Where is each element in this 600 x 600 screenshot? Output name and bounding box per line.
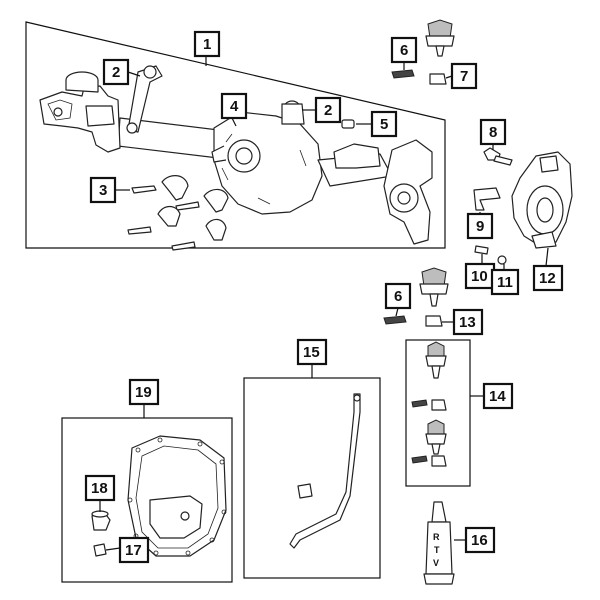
tube-letter-r: R xyxy=(433,532,440,542)
svg-text:9: 9 xyxy=(476,218,484,235)
callout-18[interactable]: 18 xyxy=(84,474,116,502)
callout-13[interactable]: 13 xyxy=(452,308,484,336)
steering-knuckle-icon xyxy=(511,151,573,249)
callout-10[interactable]: 10 xyxy=(464,262,496,290)
shield-bracket-icon xyxy=(473,187,501,211)
cover-bolt-icon xyxy=(93,543,107,557)
callout-5[interactable]: 5 xyxy=(370,110,398,138)
callout-9[interactable]: 9 xyxy=(466,212,494,240)
svg-text:10: 10 xyxy=(471,268,488,285)
callout-4[interactable]: 4 xyxy=(220,92,248,120)
svg-text:3: 3 xyxy=(99,182,107,199)
axle-assembly-frame xyxy=(25,21,446,249)
callout-6-top[interactable]: 6 xyxy=(390,36,418,64)
axle-housing-icon xyxy=(39,65,433,245)
callout-12[interactable]: 12 xyxy=(532,264,564,292)
ball-joint-icon xyxy=(425,19,455,57)
callout-8[interactable]: 8 xyxy=(479,118,507,146)
retainer-clip-icon xyxy=(391,69,447,85)
svg-text:2: 2 xyxy=(112,64,120,81)
svg-text:15: 15 xyxy=(303,344,320,361)
small-bolt-icon xyxy=(474,245,507,265)
tube-letter-v: V xyxy=(433,558,439,568)
svg-text:18: 18 xyxy=(91,480,108,497)
ball-joint-lower-icon xyxy=(419,267,449,307)
bearing-cap-bolts xyxy=(127,175,229,251)
svg-text:11: 11 xyxy=(497,274,513,291)
callout-7[interactable]: 7 xyxy=(450,62,478,90)
sealant-tube-icon: R T V xyxy=(423,501,455,585)
svg-text:13: 13 xyxy=(459,314,476,331)
svg-text:12: 12 xyxy=(539,270,556,287)
leader-lines xyxy=(99,56,549,551)
svg-text:2: 2 xyxy=(324,102,332,119)
svg-text:16: 16 xyxy=(471,532,488,549)
svg-text:17: 17 xyxy=(125,542,142,559)
svg-text:8: 8 xyxy=(489,124,497,141)
callout-17[interactable]: 17 xyxy=(118,536,150,564)
svg-text:7: 7 xyxy=(460,68,468,85)
retainer-clip-lower-icon xyxy=(383,315,443,327)
tube-letter-t: T xyxy=(434,545,440,555)
callout-19[interactable]: 19 xyxy=(128,378,160,406)
callout-1[interactable]: 1 xyxy=(193,30,221,58)
differential-cover-icon xyxy=(127,435,227,557)
svg-text:1: 1 xyxy=(203,36,211,53)
callout-16[interactable]: 16 xyxy=(464,526,496,554)
callout-2-trackbar[interactable]: 2 xyxy=(102,58,130,86)
vent-tube-icon xyxy=(289,393,361,549)
callout-14[interactable]: 14 xyxy=(482,382,514,410)
svg-text:14: 14 xyxy=(489,388,506,405)
ball-joint-kit-frame xyxy=(405,339,471,487)
svg-text:4: 4 xyxy=(230,98,239,115)
callout-2-bushing[interactable]: 2 xyxy=(314,96,342,124)
callout-3[interactable]: 3 xyxy=(89,176,117,204)
callout-11[interactable]: 11 xyxy=(490,268,520,296)
knuckle-bolt-icon xyxy=(483,147,513,166)
svg-text:6: 6 xyxy=(394,288,402,305)
callout-6-lower[interactable]: 6 xyxy=(384,282,412,310)
cover-kit-frame xyxy=(61,417,233,583)
callout-15[interactable]: 15 xyxy=(296,338,328,366)
svg-text:19: 19 xyxy=(135,384,152,401)
fill-plug-icon xyxy=(91,510,111,531)
svg-text:5: 5 xyxy=(380,116,388,133)
svg-text:6: 6 xyxy=(400,42,408,59)
